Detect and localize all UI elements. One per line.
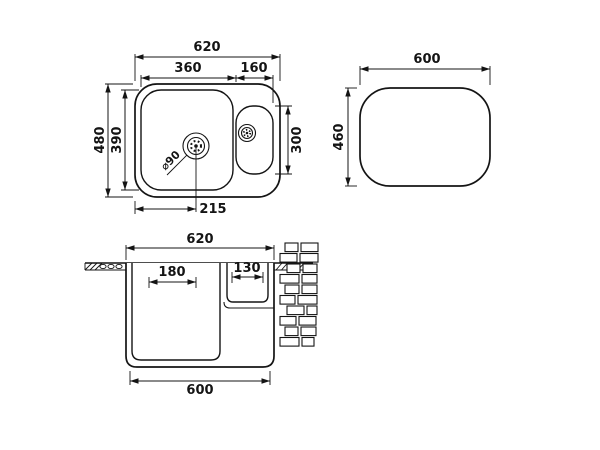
faucet-hole	[99, 263, 107, 270]
brick	[286, 305, 305, 316]
brick	[297, 294, 318, 305]
drain-inner-ring	[186, 136, 206, 156]
half-bowl-underside	[223, 301, 274, 309]
brick	[279, 294, 296, 305]
dim-label-main-bowl-section: 180	[158, 265, 185, 280]
brick	[284, 284, 300, 295]
drain-diameter-leader	[166, 154, 188, 176]
dim-label-cutout-depth: 460	[332, 123, 347, 150]
hatch-line	[84, 262, 93, 271]
drain-perforation-ring	[190, 140, 202, 152]
counter-hatch-left	[84, 262, 103, 271]
brick	[284, 242, 299, 253]
brick	[300, 242, 319, 253]
section-view: 620 180 130 600	[84, 232, 319, 398]
brick	[279, 252, 298, 263]
dim-label-half-bowl-depth: 300	[290, 126, 305, 153]
half-drain-perforation-ring	[242, 128, 252, 138]
brick	[279, 273, 300, 284]
dim-label-half-bowl-width: 160	[240, 61, 267, 76]
hatch-line	[89, 262, 98, 271]
wall-brick-hatch	[279, 242, 319, 347]
dim-label-overall-depth: 480	[93, 126, 108, 153]
dim-label-overall-width: 620	[193, 40, 220, 55]
faucet-hole	[115, 263, 123, 270]
brick	[301, 336, 315, 347]
main-drain-icon	[182, 132, 210, 212]
brick	[301, 273, 318, 284]
brick	[298, 315, 317, 326]
brick	[302, 263, 318, 274]
dim-label-section-bottom-width: 600	[186, 383, 213, 398]
cutout-outline	[359, 87, 491, 187]
brick	[284, 326, 299, 337]
brick	[299, 252, 319, 263]
top-view: ⌀90 620 360 160 480 390 300 215	[93, 40, 305, 217]
half-bowl-section	[226, 263, 269, 303]
hatch-line	[94, 262, 103, 271]
brick	[301, 284, 318, 295]
dim-label-section-top-width: 620	[186, 232, 213, 247]
faucet-holes-icon	[99, 263, 123, 270]
dim-label-main-bowl-depth: 390	[110, 126, 125, 153]
brick	[306, 305, 318, 316]
main-bowl-section	[131, 263, 221, 361]
brick	[300, 326, 317, 337]
half-drain-inner-ring	[240, 126, 254, 140]
dim-label-cutout-width: 600	[413, 52, 440, 67]
outline-view: 600 460	[332, 52, 491, 187]
brick	[279, 315, 297, 326]
dim-label-half-bowl-section: 130	[233, 261, 260, 276]
faucet-hole	[107, 263, 115, 270]
half-bowl-drain-icon	[237, 123, 257, 143]
dim-label-main-bowl-width: 360	[174, 61, 201, 76]
main-bowl-outline	[140, 89, 234, 191]
drain-outer-ring	[182, 132, 210, 160]
dim-label-drain-offset: 215	[199, 202, 226, 217]
half-bowl-outline	[235, 105, 274, 175]
brick	[279, 336, 300, 347]
sink-section-outer-shell	[125, 263, 275, 368]
half-drain-outer-ring	[237, 123, 257, 143]
brick	[286, 263, 301, 274]
hatch-line	[275, 262, 283, 271]
drain-center-dot	[194, 144, 198, 148]
half-drain-center-dot	[245, 131, 249, 135]
